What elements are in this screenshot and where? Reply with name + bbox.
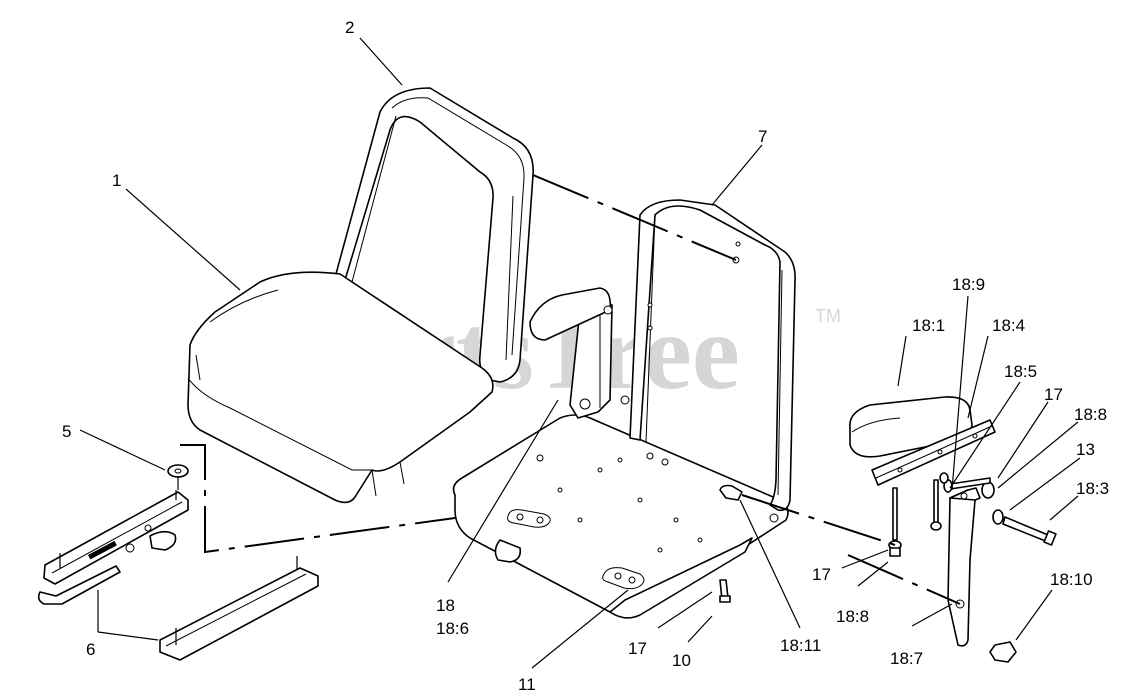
armrest-pad — [849, 396, 996, 486]
callout-5: 5 — [62, 422, 71, 441]
callout-17-middle: 17 — [812, 565, 831, 584]
callout-18-8-bottom: 18:8 — [836, 607, 869, 626]
callout-17-right: 17 — [1044, 385, 1063, 404]
callout-17-bottom: 17 — [628, 639, 647, 658]
assembly-lines — [180, 174, 961, 605]
callout-11: 11 — [518, 675, 536, 694]
callout-18: 18 — [436, 596, 455, 615]
callout-18-9: 18:9 — [952, 275, 985, 294]
callout-18-10: 18:10 — [1050, 570, 1093, 589]
callout-18-4: 18:4 — [992, 316, 1025, 335]
seat-slide-rails — [37, 490, 319, 661]
watermark-trademark: TM — [815, 306, 841, 326]
callout-2: 2 — [345, 18, 354, 37]
arm-bracket — [947, 487, 981, 647]
callout-13: 13 — [1076, 440, 1095, 459]
callout-10: 10 — [672, 651, 691, 670]
callout-18-3: 18:3 — [1076, 479, 1109, 498]
callout-18-8-right: 18:8 — [1074, 405, 1107, 424]
callout-18-7: 18:7 — [890, 649, 923, 668]
callout-18-11: 18:11 — [780, 636, 821, 655]
leader-lines — [79, 37, 1081, 669]
seat-cushion — [187, 271, 494, 504]
hardware — [719, 472, 1057, 663]
callout-18-1: 18:1 — [912, 316, 945, 335]
seat-back-frame — [529, 199, 796, 512]
callout-7: 7 — [758, 127, 767, 146]
callout-1: 1 — [112, 171, 121, 190]
callout-18-6: 18:6 — [436, 619, 469, 638]
seat-pan — [452, 414, 789, 619]
washer — [167, 464, 189, 490]
callout-6: 6 — [86, 640, 95, 659]
callout-labels: 2 1 5 6 7 18 18:6 11 17 10 18:11 18:9 18… — [62, 18, 1109, 694]
callout-18-5: 18:5 — [1004, 362, 1037, 381]
